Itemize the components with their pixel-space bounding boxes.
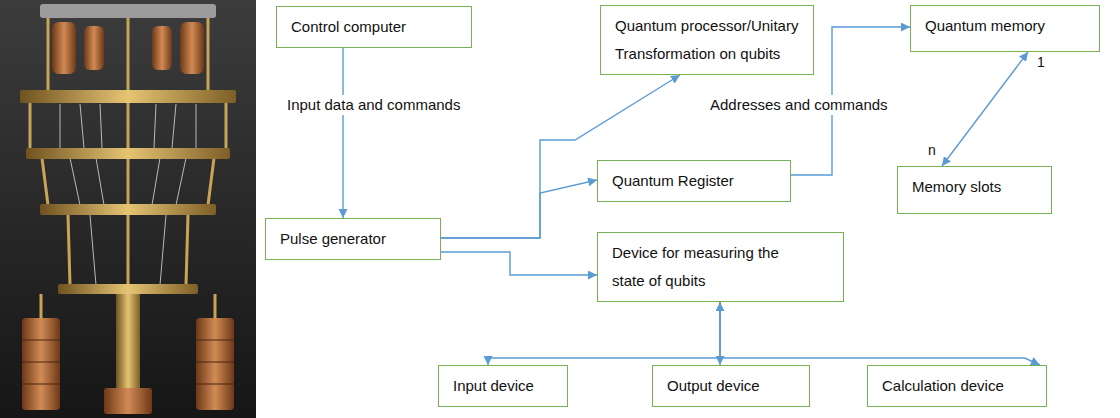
connector-arrow xyxy=(441,75,680,238)
illustration-part xyxy=(58,284,198,294)
illustration-part xyxy=(22,339,60,340)
illustration-part xyxy=(208,158,214,205)
process-box: Input device xyxy=(438,365,568,407)
process-box: Device for measuring the state of qubits xyxy=(597,232,844,302)
illustration-part xyxy=(60,104,61,148)
illustration-part xyxy=(20,90,236,103)
process-box: Control computer xyxy=(276,6,472,48)
quantum-computer-illustration xyxy=(0,0,256,418)
illustration-part xyxy=(84,26,104,70)
process-box: Quantum Register xyxy=(597,160,791,202)
box-text: Output device xyxy=(667,372,799,400)
illustration-part xyxy=(0,0,256,418)
connector-arrow xyxy=(441,252,597,275)
connector-arrow xyxy=(342,48,343,218)
illustration-part xyxy=(180,22,204,74)
illustration-part xyxy=(160,215,166,285)
process-box: Pulse generator xyxy=(265,218,441,260)
illustration-part xyxy=(96,158,104,205)
illustration-part xyxy=(196,104,197,148)
illustration-part xyxy=(172,104,176,148)
illustration-part xyxy=(52,22,76,74)
illustration-part xyxy=(100,104,102,148)
illustration-part xyxy=(40,294,43,318)
illustration-part xyxy=(47,18,50,92)
illustration-part xyxy=(152,158,160,205)
box-text: Control computer xyxy=(291,13,461,41)
illustration-part xyxy=(40,204,216,215)
box-text: Calculation device xyxy=(882,372,1036,400)
multiplicity-label: 1 xyxy=(1037,54,1045,70)
illustration-part xyxy=(196,318,234,410)
box-text: Pulse generator xyxy=(280,225,430,253)
illustration-part xyxy=(42,158,48,205)
illustration-part xyxy=(196,383,234,384)
illustration-part xyxy=(22,361,60,362)
multiplicity-label: n xyxy=(928,142,936,158)
illustration-part xyxy=(186,215,188,285)
edge-label: Input data and commands xyxy=(285,95,462,115)
box-text: Quantum Register xyxy=(612,167,780,195)
illustration-part xyxy=(214,294,217,318)
box-text: Device for measuring the state of qubits xyxy=(612,239,802,295)
illustration-part xyxy=(90,215,96,285)
illustration-part xyxy=(40,4,216,18)
process-box: Quantum processor/Unitary Transformation… xyxy=(600,5,814,75)
box-text: Input device xyxy=(453,372,557,400)
edge-label: Addresses and commands xyxy=(708,95,890,115)
box-text: Quantum memory xyxy=(925,12,1089,40)
box-text: Memory slots xyxy=(912,173,1041,201)
illustration-part xyxy=(116,294,140,390)
connector-arrow xyxy=(942,52,1028,166)
illustration-part xyxy=(154,104,156,148)
connector-arrow xyxy=(488,302,720,365)
illustration-part xyxy=(196,339,234,340)
connector-arrow xyxy=(720,302,1040,365)
illustration-part xyxy=(26,148,230,159)
illustration-part xyxy=(207,18,210,92)
process-box: Output device xyxy=(652,365,810,407)
illustration-part xyxy=(152,26,172,70)
illustration-part xyxy=(22,383,60,384)
illustration-part xyxy=(60,104,196,285)
illustration-part xyxy=(176,158,186,205)
illustration-part xyxy=(70,158,80,205)
illustration-part xyxy=(104,388,152,414)
illustration-part xyxy=(68,215,70,285)
illustration-part xyxy=(196,361,234,362)
box-text: Quantum processor/Unitary Transformation… xyxy=(615,12,803,68)
illustration-part xyxy=(80,104,84,148)
illustration-part xyxy=(22,340,234,384)
process-box: Memory slots xyxy=(897,166,1052,214)
illustration-part xyxy=(22,318,60,410)
process-box: Quantum memory xyxy=(910,5,1100,52)
process-box: Calculation device xyxy=(867,365,1047,407)
connector-arrow xyxy=(441,180,597,238)
